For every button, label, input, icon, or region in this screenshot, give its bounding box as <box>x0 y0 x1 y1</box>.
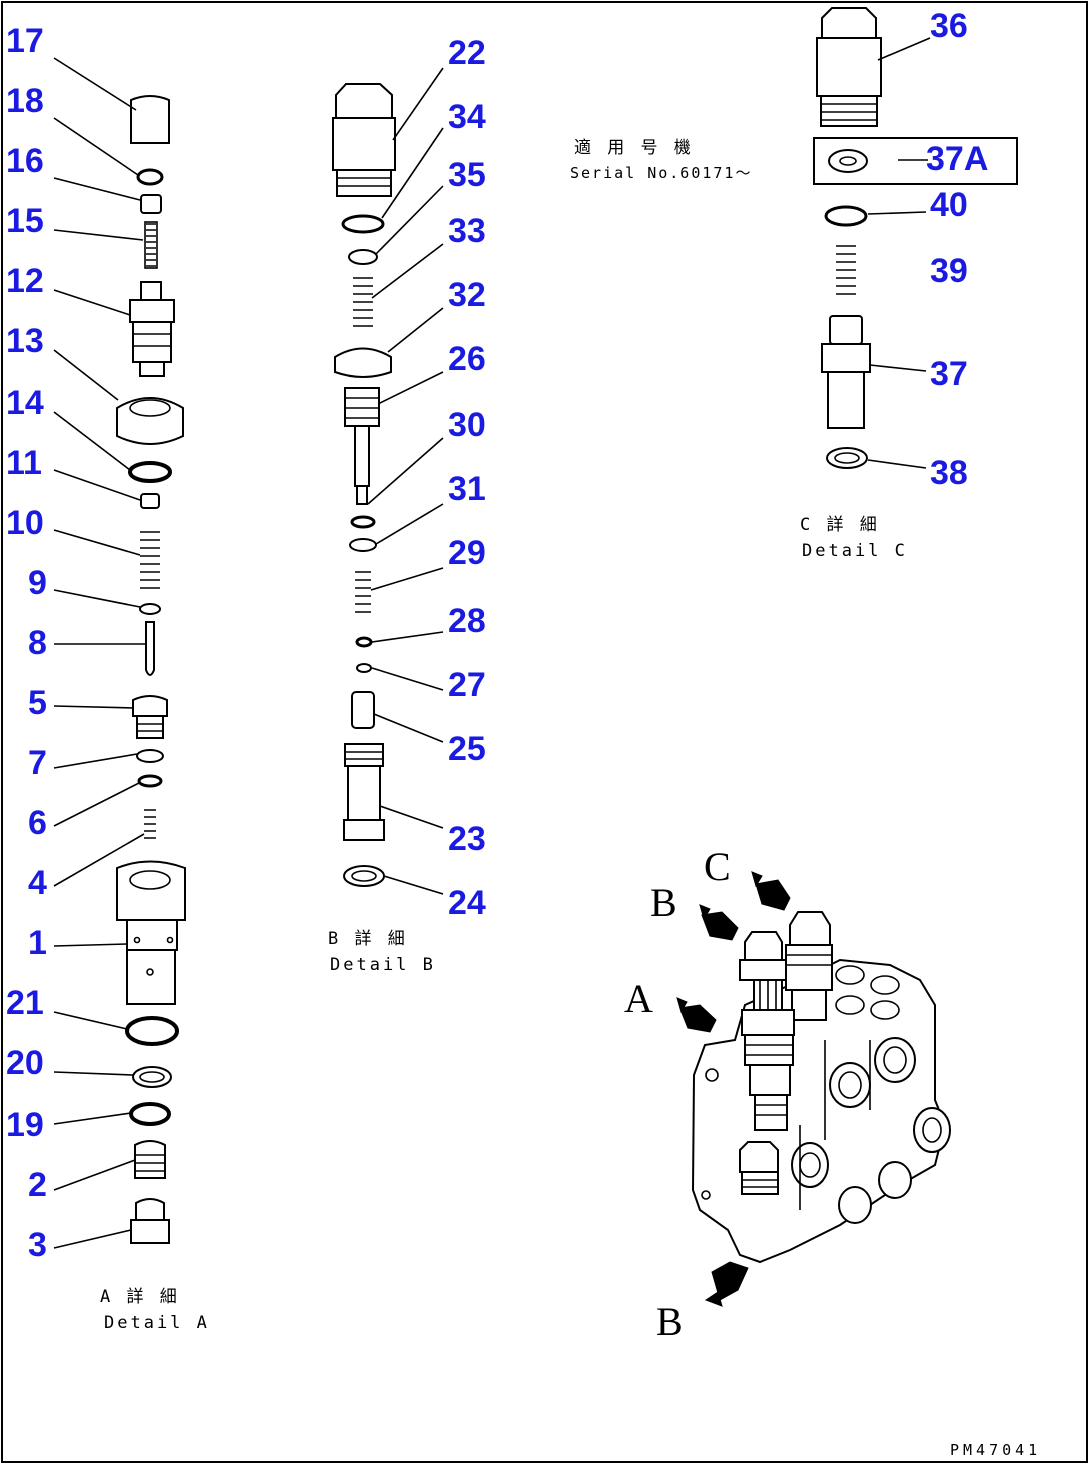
label-30: 30 <box>448 406 486 444</box>
label-14: 14 <box>6 384 44 422</box>
label-38: 38 <box>930 454 968 492</box>
view-arrows <box>676 871 791 1307</box>
detail-b-parts <box>332 83 396 887</box>
view-letter-b-bottom: B <box>656 1299 683 1344</box>
label-11: 11 <box>6 444 42 482</box>
label-12: 12 <box>6 262 44 300</box>
detail-a-leaders <box>53 57 146 1249</box>
detail-b-labels: 22 34 35 33 32 26 30 31 29 28 27 25 23 2… <box>328 34 486 975</box>
view-letter-c: C <box>704 844 731 889</box>
label-10: 10 <box>6 504 44 542</box>
label-18: 18 <box>6 82 44 120</box>
serial-box <box>813 137 1018 185</box>
label-20: 20 <box>6 1044 44 1082</box>
label-22: 22 <box>448 34 486 72</box>
label-34: 34 <box>448 98 486 136</box>
label-27: 27 <box>448 666 486 704</box>
label-13: 13 <box>6 322 44 360</box>
detail-b-caption-en: Detail B <box>330 955 436 975</box>
label-25: 25 <box>448 730 486 768</box>
label-9: 9 <box>28 564 47 602</box>
label-37a: 37A <box>926 140 988 178</box>
detail-b-caption-ja: B 詳 細 <box>328 929 408 949</box>
label-4: 4 <box>28 864 47 902</box>
label-19: 19 <box>6 1106 44 1144</box>
label-36: 36 <box>930 7 968 45</box>
label-16: 16 <box>6 142 44 180</box>
label-6: 6 <box>28 804 47 842</box>
view-letter-b-top: B <box>650 880 677 925</box>
label-29: 29 <box>448 534 486 572</box>
view-letter-a: A <box>624 976 653 1021</box>
detail-a-parts <box>116 95 186 1244</box>
label-28: 28 <box>448 602 486 640</box>
label-23: 23 <box>448 820 486 858</box>
detail-c-caption-ja: C 詳 細 <box>800 515 880 535</box>
label-1: 1 <box>28 924 47 962</box>
label-15: 15 <box>6 202 44 240</box>
label-8: 8 <box>28 624 47 662</box>
label-35: 35 <box>448 156 486 194</box>
detail-c-leaders <box>867 37 931 469</box>
serial-label-ja: 適 用 号 機 <box>574 138 694 158</box>
detail-c-caption-en: Detail C <box>802 541 908 561</box>
drawing-code: PM47041 <box>950 1441 1041 1459</box>
label-26: 26 <box>448 340 486 378</box>
label-32: 32 <box>448 276 486 314</box>
assembly-view <box>676 871 951 1307</box>
label-2: 2 <box>28 1166 47 1204</box>
detail-a-labels: 17 18 16 15 12 13 14 11 10 9 8 5 7 6 4 1… <box>6 22 210 1333</box>
detail-c-labels: 36 37A 40 39 37 38 適 用 号 機 Serial No.601… <box>570 7 988 561</box>
label-40: 40 <box>930 186 968 224</box>
label-21: 21 <box>6 984 44 1022</box>
label-3: 3 <box>28 1226 47 1264</box>
label-17: 17 <box>6 22 44 60</box>
label-24: 24 <box>448 884 486 922</box>
detail-b-leaders <box>367 67 444 895</box>
label-37: 37 <box>930 355 968 393</box>
serial-label-en: Serial No.60171～ <box>570 164 752 182</box>
label-5: 5 <box>28 684 47 722</box>
detail-c-parts <box>813 7 1018 469</box>
assembly-letters: C B A B <box>624 844 731 1344</box>
detail-a-caption-en: Detail A <box>104 1313 210 1333</box>
label-31: 31 <box>448 470 486 508</box>
label-7: 7 <box>28 744 47 782</box>
detail-a-caption-ja: A 詳 細 <box>100 1287 180 1307</box>
label-33: 33 <box>448 212 486 250</box>
label-39: 39 <box>930 252 968 290</box>
